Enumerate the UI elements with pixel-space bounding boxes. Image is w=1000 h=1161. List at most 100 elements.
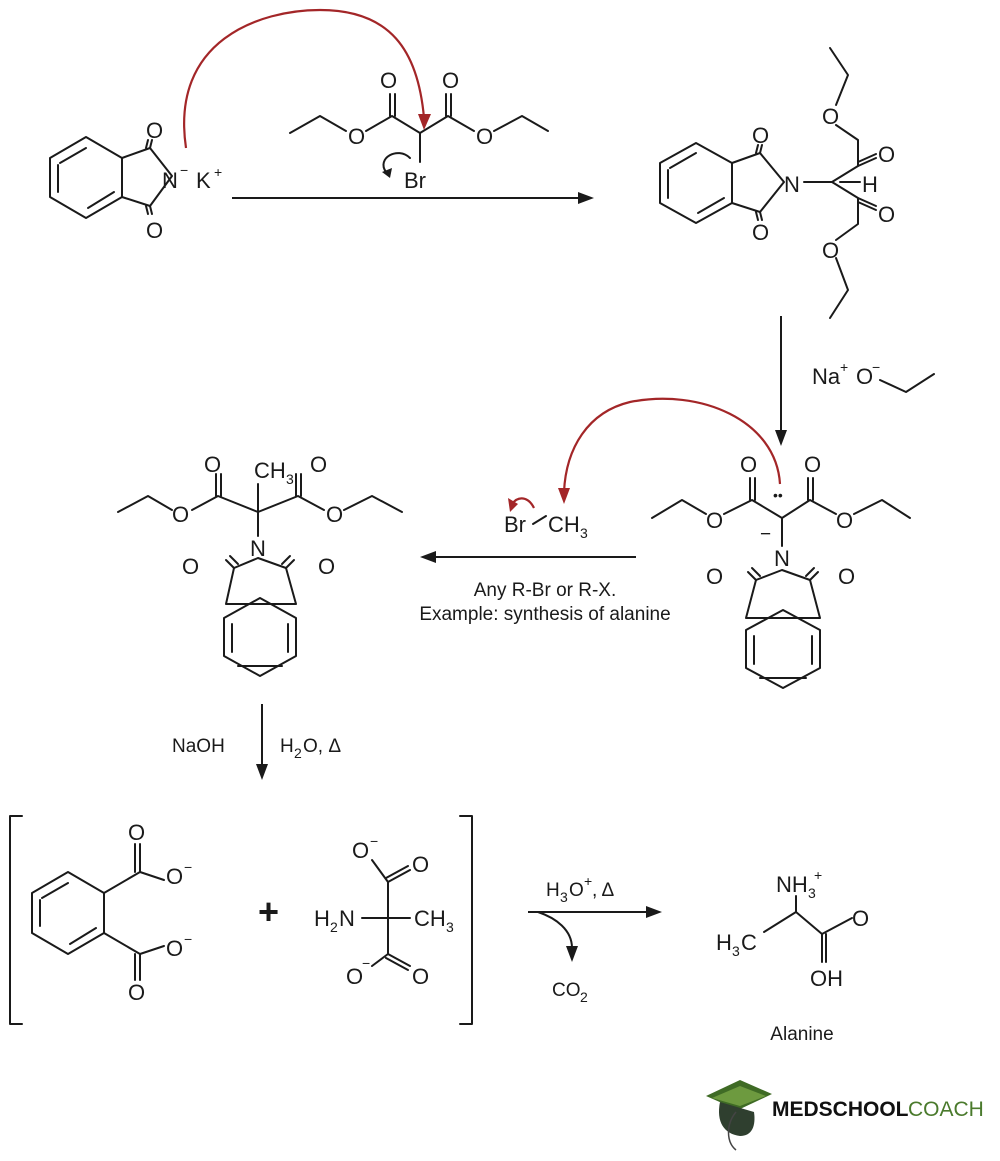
atom-o: O: [146, 118, 163, 143]
subscript: 2: [294, 745, 302, 761]
charge-plus: +: [814, 867, 822, 883]
atom-o: O: [172, 502, 189, 527]
reaction-arrow-4: NaOH H 2 O, Δ: [172, 704, 341, 780]
atom-o: O: [346, 964, 363, 989]
atom-o: O: [310, 452, 327, 477]
atom-c: CH: [414, 906, 446, 931]
charge-minus: −: [184, 859, 192, 875]
condition-text: Example: synthesis of alanine: [419, 604, 670, 625]
condition-text: H: [280, 736, 294, 757]
alanine-structure: NH 3 + H 3 C O OH: [716, 867, 869, 991]
atom-k: K: [196, 168, 211, 193]
atom-c: CH: [548, 512, 580, 537]
atom-o: O: [878, 202, 895, 227]
atom-br: Br: [504, 512, 526, 537]
charge-plus: +: [584, 873, 592, 889]
atom-o: O: [352, 838, 369, 863]
atom-o: O: [740, 452, 757, 477]
atom-o: O: [348, 124, 365, 149]
reaction-arrow-5: H 3 O + , Δ CO 2: [528, 873, 662, 1005]
atom-o: O: [476, 124, 493, 149]
plus-sign: +: [258, 891, 279, 932]
atom-o: O: [706, 508, 723, 533]
charge-minus: −: [180, 162, 188, 178]
subscript: 2: [580, 989, 588, 1005]
atom-o: O: [442, 68, 459, 93]
charge-plus: +: [214, 164, 222, 180]
atom-o: O: [166, 936, 183, 961]
subscript: 2: [330, 919, 338, 935]
condition-text: Any R-Br or R-X.: [474, 580, 617, 601]
atom-h: H: [314, 906, 330, 931]
atom-o: O: [856, 364, 873, 389]
atom-o: O: [852, 906, 869, 931]
atom-h: H: [716, 930, 732, 955]
atom-o: O: [706, 564, 723, 589]
curved-arrow-alkylation: [558, 397, 782, 504]
atom-o: O: [166, 864, 183, 889]
atom-o: O: [878, 142, 895, 167]
atom-n: N: [162, 168, 178, 193]
condition-text: H: [546, 880, 560, 901]
charge-minus: −: [760, 524, 771, 545]
co2-label: CO: [552, 980, 581, 1001]
atom-o: O: [412, 852, 429, 877]
diethyl-bromomalonate: O O O O Br: [289, 68, 549, 193]
atom-n: NH: [776, 872, 808, 897]
methyl-bromide: Br CH 3: [504, 497, 588, 541]
subscript: 3: [732, 943, 740, 959]
atom-o: O: [128, 820, 145, 845]
atom-o: O: [752, 220, 769, 245]
condition-text: , Δ: [592, 880, 615, 901]
diethyl-phthalimidomalonate: O O N H O O O O: [659, 47, 895, 319]
atom-n: N: [784, 172, 800, 197]
phthalimidomalonate-carbanion: O O O O •• − N O O: [651, 452, 911, 689]
charge-minus: −: [370, 833, 378, 849]
subscript: 3: [580, 525, 588, 541]
br-departure-arrow: [382, 152, 411, 173]
atom-o: O: [204, 452, 221, 477]
logo-text: COACH: [908, 1098, 984, 1121]
atom-o: O: [380, 68, 397, 93]
atom-n: N: [339, 906, 355, 931]
atom-o: O: [804, 452, 821, 477]
reaction-arrow-3: Any R-Br or R-X. Example: synthesis of a…: [419, 551, 671, 625]
atom-n: N: [774, 546, 790, 571]
atom-o: O: [822, 238, 839, 263]
methylated-phthalimidomalonate: CH 3 O O O O N O O: [117, 452, 403, 677]
atom-o: O: [836, 508, 853, 533]
potassium-phthalimide: O N − K + O: [49, 118, 222, 243]
charge-minus: −: [184, 931, 192, 947]
atom-o: O: [128, 980, 145, 1005]
logo-text: MEDSCHOOL: [772, 1098, 909, 1121]
subscript: 3: [286, 471, 294, 487]
product-brackets: [9, 815, 473, 1025]
product-name: Alanine: [770, 1024, 833, 1045]
charge-minus: −: [362, 955, 370, 971]
subscript: 3: [560, 889, 568, 905]
atom-o: O: [838, 564, 855, 589]
atom-h: H: [862, 172, 878, 197]
atom-o: O: [146, 218, 163, 243]
reaction-arrow-1: [232, 192, 594, 204]
atom-o: O: [822, 104, 839, 129]
atom-n: N: [250, 536, 266, 561]
aminomethylmalonate-dianion: O − O H 2 N CH 3 O − O: [314, 833, 454, 989]
atom-o: OH: [810, 966, 843, 991]
medschoolcoach-logo: MEDSCHOOL COACH: [706, 1080, 984, 1151]
sodium-ethoxide: Na + O −: [812, 359, 935, 393]
charge-minus: −: [872, 359, 880, 375]
reaction-arrow-2: [775, 316, 787, 446]
charge-plus: +: [840, 359, 848, 375]
condition-text: O, Δ: [303, 736, 341, 757]
subscript: 3: [808, 885, 816, 901]
atom-na: Na: [812, 364, 841, 389]
atom-o: O: [412, 964, 429, 989]
condition-text: NaOH: [172, 736, 225, 757]
atom-o: O: [318, 554, 335, 579]
condition-text: O: [569, 880, 584, 901]
atom-o: O: [752, 123, 769, 148]
atom-o: O: [182, 554, 199, 579]
curved-arrow-nucleophilic-attack: [183, 8, 431, 149]
